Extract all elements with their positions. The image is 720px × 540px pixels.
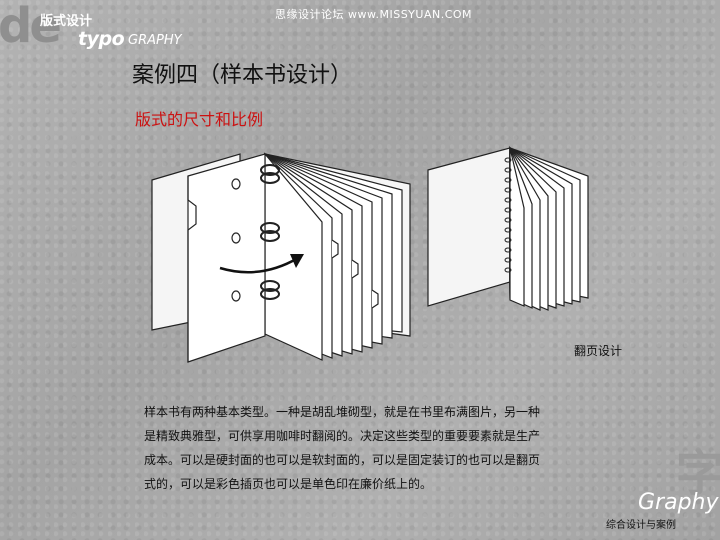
- brand-typo: typo: [78, 28, 125, 50]
- body-paragraph: 样本书有两种基本类型。一种是胡乱堆砌型，就是在书里布满图片，另一种 是精致典雅型…: [144, 400, 622, 496]
- body-line: 成本。可以是硬封面的也可以是软封面的，可以是固定装订的也可以是翻页: [144, 453, 541, 467]
- page-title: 案例四（样本书设计）: [132, 63, 353, 88]
- brand-big-letters: de: [0, 0, 62, 54]
- brand-cn-label: 版式设计: [40, 14, 93, 29]
- figure-caption: 翻页设计: [574, 344, 623, 358]
- spiral-book-drawing: [427, 145, 589, 311]
- ring-binder-drawing: [151, 152, 411, 363]
- binder-illustration: [151, 145, 589, 363]
- corner-glyph: 字: [676, 446, 720, 502]
- site-watermark: 思缘设计论坛 www.MISSYUAN.COM: [275, 8, 473, 21]
- corner-graphy: Graphy: [638, 490, 719, 515]
- body-line: 是精致典雅型，可供享用咖啡时翻阅的。决定这些类型的重要要素就是生产: [144, 429, 541, 443]
- footer-label: 综合设计与案例: [606, 520, 676, 531]
- body-line: 样本书有两种基本类型。一种是胡乱堆砌型，就是在书里布满图片，另一种: [144, 405, 541, 419]
- body-line: 式的，可以是彩色插页也可以是单色印在廉价纸上的。: [144, 477, 433, 491]
- brand-graphy: GRAPHY: [128, 33, 182, 48]
- section-subtitle: 版式的尺寸和比例: [135, 110, 264, 129]
